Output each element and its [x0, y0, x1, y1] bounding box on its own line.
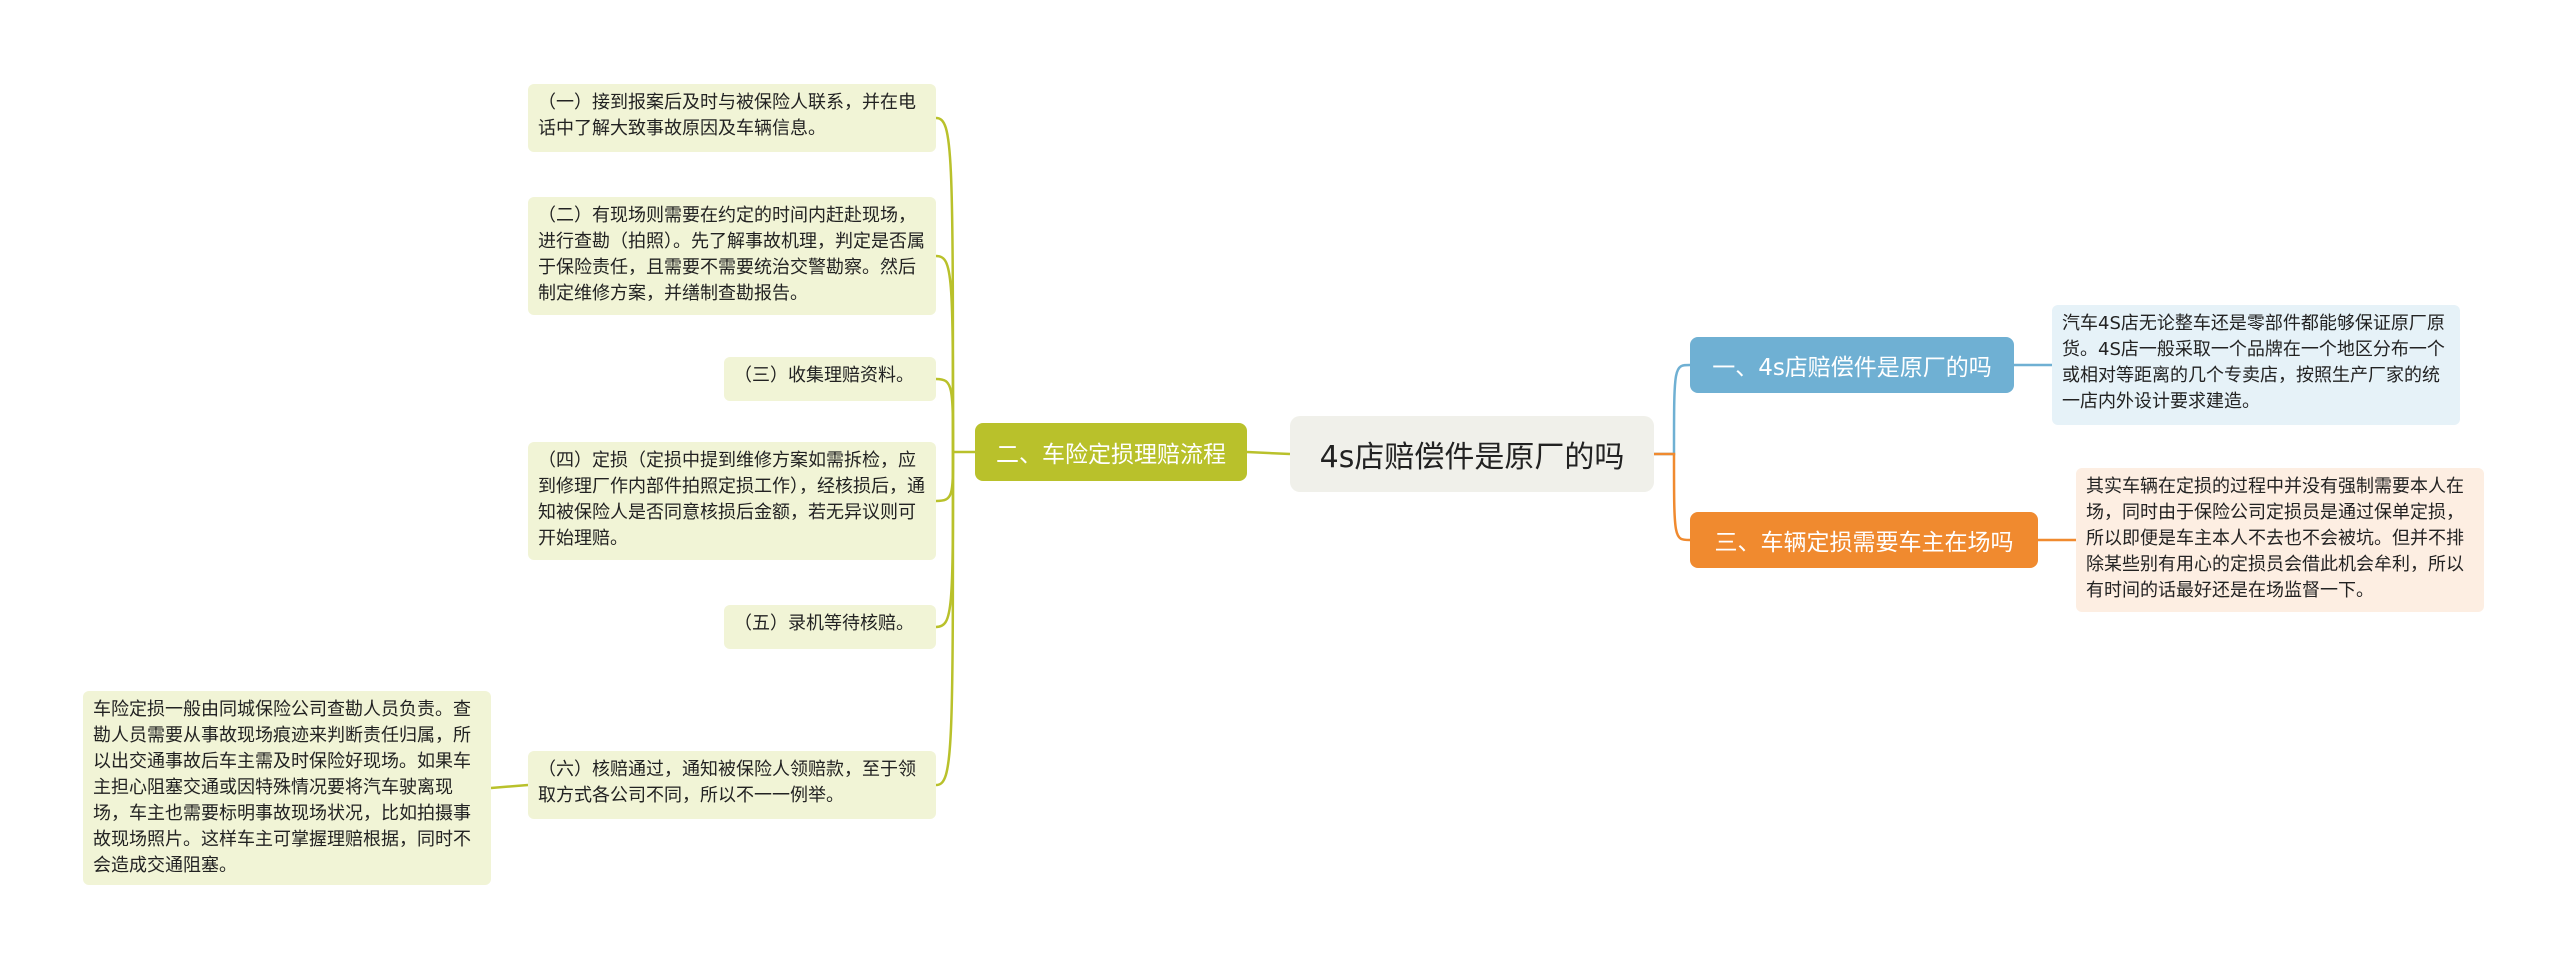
- owner-presence-note[interactable]: 其实车辆在定损的过程中并没有强制需要本人在场，同时由于保险公司定损员是通过保单定…: [2076, 468, 2484, 612]
- process-step-2[interactable]: （二）有现场则需要在约定的时间内赶赴现场，进行查勘（拍照）。先了解事故机理，判定…: [528, 197, 936, 315]
- root-topic[interactable]: 4s店赔偿件是原厂的吗: [1290, 416, 1654, 492]
- process-step-4[interactable]: （四）定损（定损中提到维修方案如需拆检，应到修理厂作内部件拍照定损工作），经核损…: [528, 442, 936, 560]
- process-link-1: [935, 254, 955, 453]
- root-to-parts-line: [1654, 363, 1691, 456]
- process-step-5[interactable]: （五）录机等待核赔。: [724, 605, 936, 649]
- survey-note[interactable]: 车险定损一般由同城保险公司查勘人员负责。查勘人员需要从事故现场痕迹来判断责任归属…: [83, 691, 491, 885]
- process-step-3[interactable]: （三）收集理赔资料。: [724, 357, 936, 401]
- original-parts-note[interactable]: 汽车4S店无论整车还是零部件都能够保证原厂原货。4S店一般采取一个品牌在一个地区…: [2052, 305, 2460, 425]
- step6-to-note-line: [490, 783, 529, 790]
- root-to-owner-line: [1654, 452, 1691, 542]
- process-link-2: [935, 377, 955, 453]
- process-step-1[interactable]: （一）接到报案后及时与被保险人联系，并在电话中了解大致事故原因及车辆信息。: [528, 84, 936, 152]
- branch-owner-presence[interactable]: 三、车辆定损需要车主在场吗: [1690, 512, 2038, 568]
- branch-original-parts[interactable]: 一、4s店赔偿件是原厂的吗: [1690, 337, 2014, 393]
- process-step-6[interactable]: （六）核赔通过，通知被保险人领赔款，至于领取方式各公司不同，所以不一一例举。: [528, 751, 936, 819]
- branch-claim-process[interactable]: 二、车险定损理赔流程: [975, 423, 1247, 481]
- process-link-3: [935, 451, 955, 503]
- process-link-5: [935, 451, 955, 787]
- root-to-process-line: [1246, 450, 1291, 456]
- process-link-4: [935, 451, 955, 629]
